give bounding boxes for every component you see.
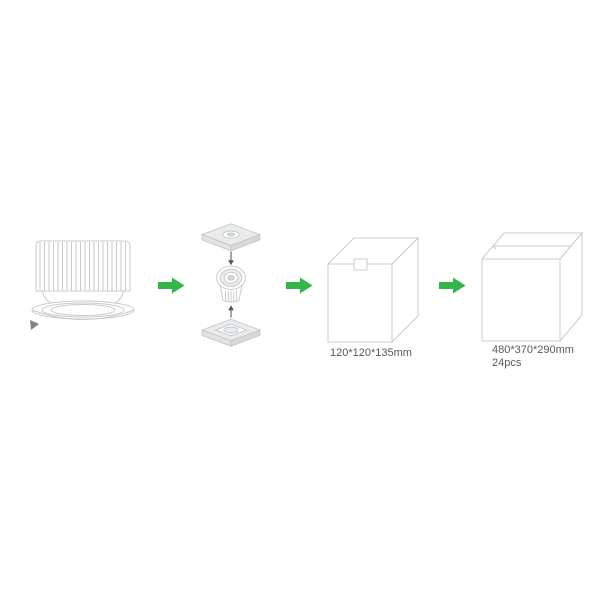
arrow-right-icon bbox=[158, 277, 185, 294]
arrow-right-icon bbox=[286, 277, 313, 294]
arrow-right-icon bbox=[286, 277, 313, 294]
inner-box-illustration bbox=[326, 232, 430, 346]
carton-dimensions-label: 480*370*290mm bbox=[492, 344, 574, 356]
arrow-up-icon bbox=[228, 305, 234, 318]
inner-box-lines bbox=[326, 236, 420, 344]
arrow-right-shape bbox=[439, 277, 466, 294]
inner-box-dimensions-label: 120*120*135mm bbox=[330, 347, 412, 359]
arrow-down-icon bbox=[228, 251, 234, 266]
top-insert-cap bbox=[200, 223, 262, 252]
arrow-right-icon bbox=[439, 277, 466, 294]
downlight-lines bbox=[31, 240, 135, 320]
triangle-mark-icon bbox=[30, 320, 39, 330]
lamp-unit-drawing bbox=[216, 265, 246, 303]
arrow-right-shape bbox=[286, 277, 313, 294]
arrow-right-icon bbox=[439, 277, 466, 294]
downlight-drawing bbox=[30, 240, 135, 330]
carton-quantity-label: 24pcs bbox=[492, 357, 522, 369]
bottom-insert-cap bbox=[200, 318, 262, 347]
carton-illustration bbox=[480, 229, 584, 345]
carton-label-block: 480*370*290mm 24pcs bbox=[492, 344, 574, 370]
downlight-illustration bbox=[28, 236, 138, 336]
inner-box-drawing bbox=[326, 236, 420, 344]
carton-lines bbox=[480, 231, 584, 343]
carton-drawing bbox=[480, 231, 584, 343]
arrow-right-icon bbox=[158, 277, 185, 294]
arrow-right-shape bbox=[158, 277, 185, 294]
packing-drawing bbox=[200, 223, 262, 347]
packing-exploded-illustration bbox=[195, 222, 267, 348]
